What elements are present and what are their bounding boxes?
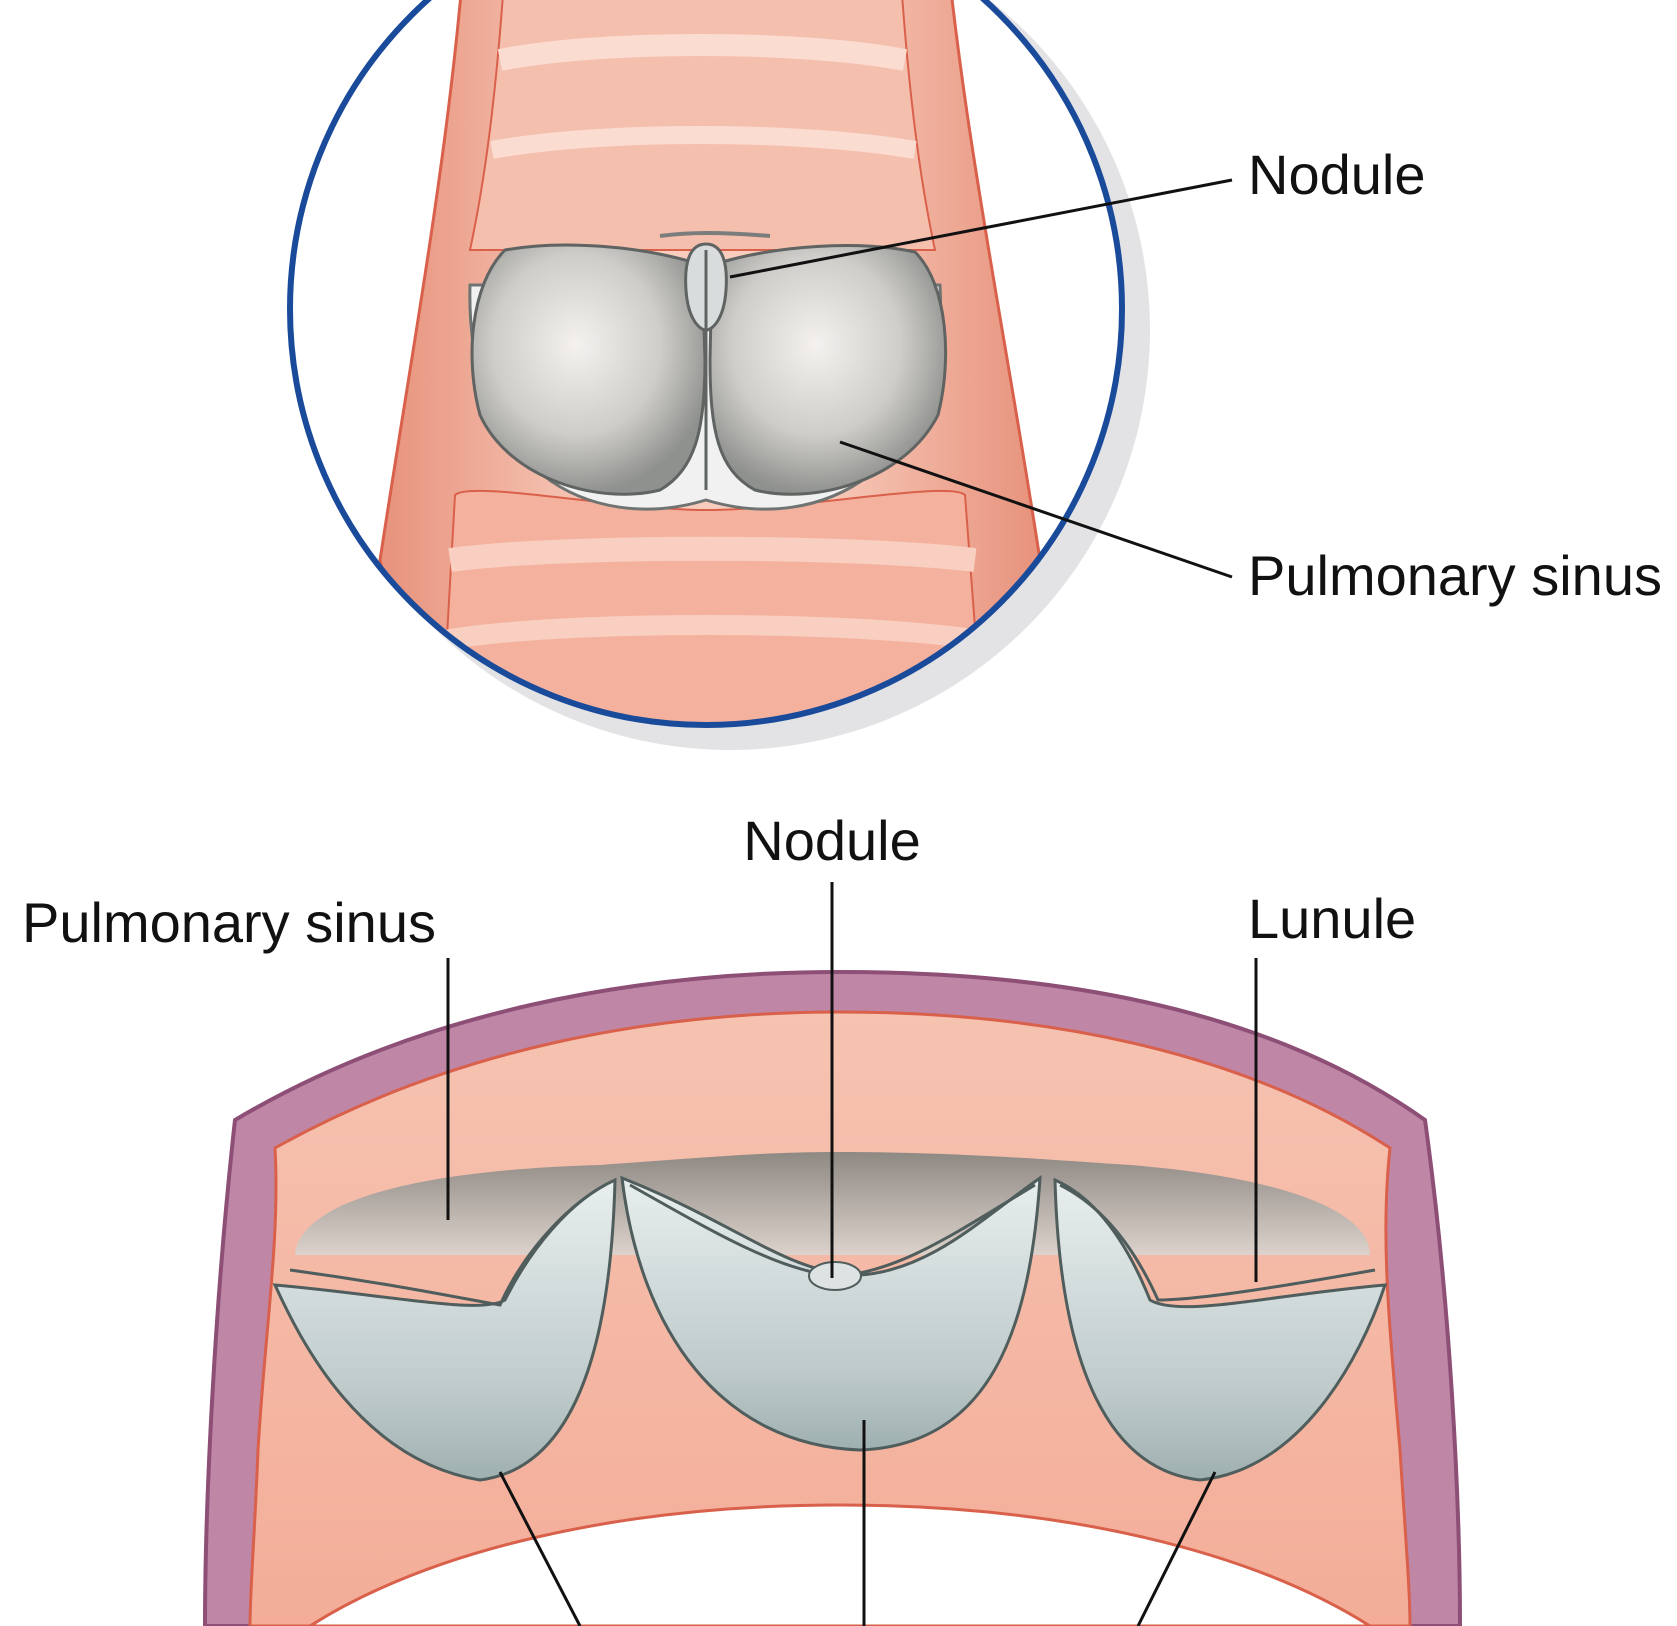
cusp-upper-shadow xyxy=(659,231,771,238)
sinus-leader-line-top xyxy=(839,440,1233,579)
lumen-band xyxy=(448,536,977,572)
lumen-band xyxy=(497,34,908,71)
bottom-lunule-label: Lunule xyxy=(1248,887,1416,950)
cusp-free-edge-left xyxy=(289,1183,606,1307)
valve-cusp-middle xyxy=(620,1174,1042,1452)
bottom-opened-valve-view: Nodule Pulmonary sinus Lunule xyxy=(22,809,1463,1626)
bottom-pulmonary-sinus-label: Pulmonary sinus xyxy=(22,891,436,954)
lumen-band xyxy=(490,126,917,159)
top-pulmonary-sinus-label: Pulmonary sinus xyxy=(1248,544,1662,607)
magnifier-circle-outline xyxy=(287,0,1125,728)
middle-nodule-shape xyxy=(808,1261,862,1291)
top-nodule-label: Nodule xyxy=(1248,143,1425,206)
valve-cusp-left xyxy=(470,243,707,496)
cusp-leader-line-right xyxy=(1136,1471,1217,1626)
cusp-leader-line-left xyxy=(498,1471,582,1626)
valve-cusp-right xyxy=(1053,1177,1388,1482)
lower-lumen xyxy=(307,1503,1373,1626)
bottom-nodule-label: Nodule xyxy=(743,809,920,872)
valve-cusp-left xyxy=(272,1177,617,1482)
lumen-band xyxy=(443,615,982,650)
valve-cusp-right xyxy=(708,244,948,496)
top-magnified-view: Nodule Pulmonary sinus xyxy=(287,0,1662,750)
nodule-leader-line-top xyxy=(729,178,1233,279)
cusp-free-edge-right xyxy=(1059,1183,1376,1302)
